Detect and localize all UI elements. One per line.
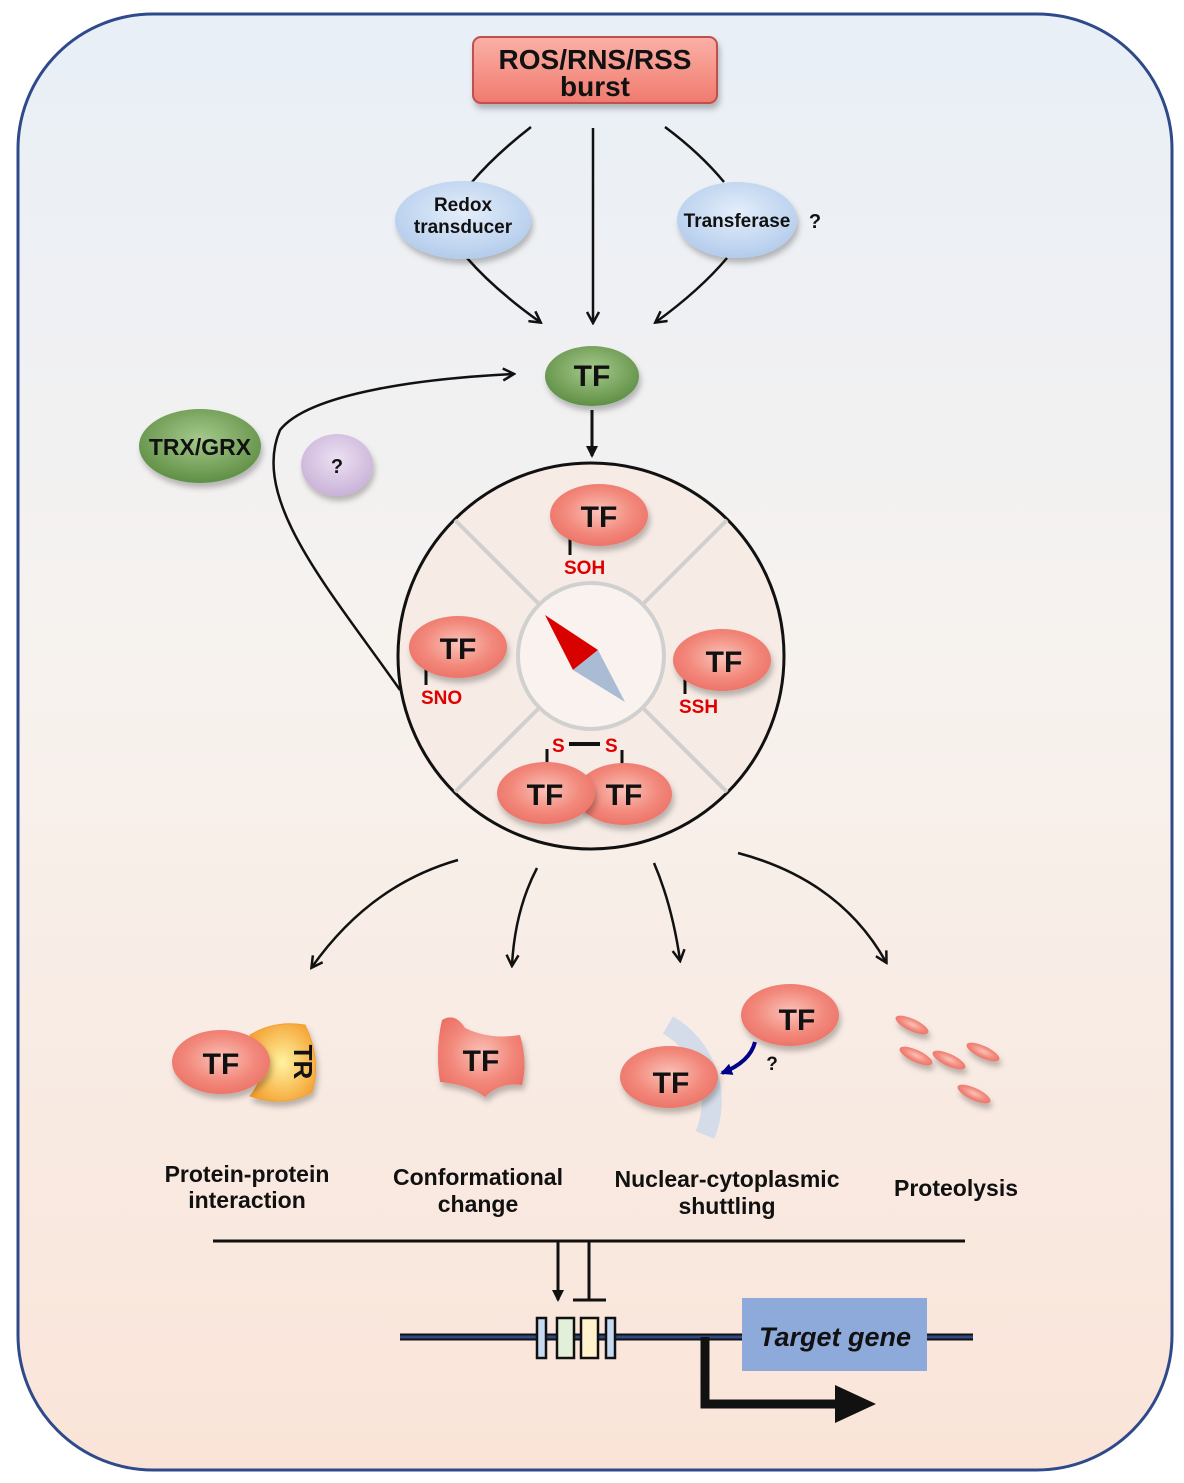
tf-label: TF (706, 646, 743, 679)
burst-label: burst (560, 71, 630, 102)
tf-ssh: TF SSH (673, 629, 771, 718)
arrow-redox-to-tf (466, 257, 540, 322)
tf-label: TF (203, 1048, 240, 1081)
tf-green: TF (545, 346, 639, 406)
compass-needle-icon (545, 615, 625, 702)
outcome-label: change (438, 1191, 519, 1217)
tf-label: TF (779, 1004, 816, 1037)
tf-label: TF (653, 1067, 690, 1100)
unknown-reducer-label: ? (331, 456, 343, 478)
s-label: S (552, 736, 565, 757)
outcome-label: shuttling (678, 1193, 775, 1219)
arrow-to-redox-transducer (471, 126, 532, 183)
tf-label: TF (574, 360, 611, 393)
transcription-arrowhead-icon (835, 1385, 876, 1423)
outcome-label: Nuclear-cytoplasmic (615, 1166, 840, 1192)
tf-label: TF (463, 1045, 500, 1078)
trx-grx: TRX/GRX (139, 409, 261, 483)
transferase-question: ? (809, 211, 821, 233)
reduction-feedback-arrow (272, 374, 513, 691)
outcome-label: Conformational (393, 1164, 563, 1190)
ros-burst-box: ROS/RNS/RSS burst (472, 36, 718, 104)
ssh-label: SSH (679, 697, 718, 718)
s-label: S (605, 736, 618, 757)
transferase: Transferase ? (677, 182, 821, 258)
target-gene-label: Target gene (759, 1322, 911, 1352)
ros-label: ROS/RNS/RSS (499, 44, 692, 75)
arrow-transferase-to-tf (656, 257, 728, 322)
trx-grx-label: TRX/GRX (149, 434, 252, 460)
conformational-change: TF Conformational change (393, 1017, 563, 1217)
modification-wheel: TF SOH TF SNO TF SSH TF TF S S (396, 461, 786, 851)
promoter-elements (535, 1316, 617, 1360)
protein-protein-interaction: TR TF Protein-protein interaction (165, 1023, 330, 1213)
soh-label: SOH (564, 558, 605, 579)
transcription-arrow (700, 1337, 840, 1409)
outcome-label: Protein-protein (165, 1161, 330, 1187)
unknown-reducer: ? (301, 434, 373, 496)
import-arrow-icon (720, 1041, 757, 1075)
redox-label: Redox (434, 195, 493, 216)
tf-label: TF (581, 501, 618, 534)
tf-label: TF (440, 633, 477, 666)
outcome-label: interaction (188, 1187, 306, 1213)
nuclear-cytoplasmic-shuttling: TF TF ? Nuclear-cytoplasmic shuttling (615, 984, 840, 1219)
tf-label: TF (527, 779, 564, 812)
shuttling-question: ? (766, 1054, 778, 1075)
tf-sno: TF SNO (409, 616, 507, 709)
sno-label: SNO (421, 688, 462, 709)
redox-transducer: Redox transducer (395, 181, 531, 259)
upstream-arrows (466, 125, 728, 322)
tf-disulfide-dimer: TF TF S S (497, 736, 672, 825)
outcome-label: Proteolysis (894, 1175, 1018, 1201)
repression-bar (573, 1241, 606, 1302)
proteolysis: Proteolysis (894, 1015, 1018, 1201)
target-gene-box (742, 1298, 927, 1371)
tf-soh: TF SOH (550, 484, 648, 579)
tf-label: TF (606, 779, 643, 812)
tr-label: TR (288, 1045, 318, 1080)
transferase-label: Transferase (684, 211, 791, 232)
gene-regulation: Target gene (213, 1239, 973, 1423)
transducer-label: transducer (414, 217, 513, 238)
arrow-to-transferase (664, 125, 725, 183)
outcome-arrows (312, 851, 886, 967)
degraded-fragments-icon (895, 1015, 1000, 1104)
